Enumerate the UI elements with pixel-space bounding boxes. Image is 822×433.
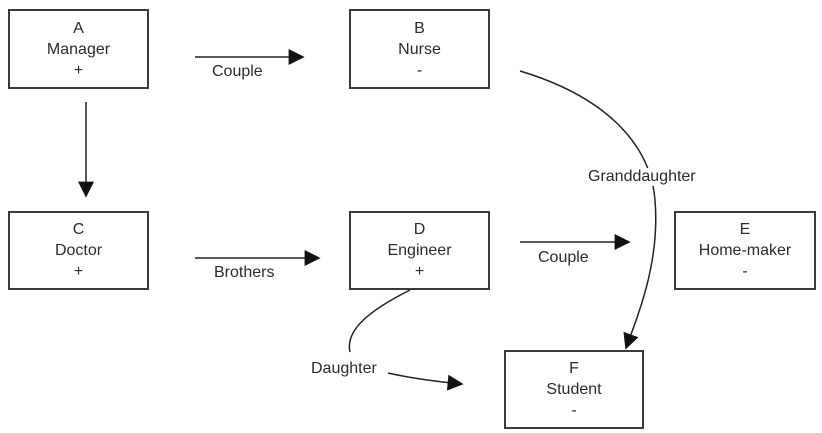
edge-label-daughter: Daughter [311, 360, 377, 377]
node-id: B [414, 19, 425, 37]
node-id: F [569, 360, 579, 377]
edge-b-f-granddaughter [519, 70, 657, 350]
node-role: Manager [46, 40, 111, 58]
edge-label-couple-d-e: Couple [538, 249, 589, 266]
node-a-manager: A Manager + [8, 9, 149, 89]
node-id: E [739, 221, 751, 238]
node-role: Nurse [398, 40, 441, 58]
node-sign: - [571, 402, 577, 419]
edge-label-granddaughter: Granddaughter [587, 168, 697, 186]
node-f-student: F Student - [504, 350, 644, 429]
node-role: Doctor [54, 242, 103, 259]
node-d-engineer: D Engineer + [349, 211, 490, 290]
node-c-doctor: C Doctor + [8, 211, 149, 290]
node-sign: - [416, 61, 423, 79]
node-id: D [413, 221, 426, 238]
node-sign: - [742, 263, 748, 280]
edge-d-f-daughter-lower [387, 372, 464, 391]
node-role: Engineer [387, 242, 452, 259]
node-sign: + [73, 61, 84, 79]
node-role: Home-maker [698, 242, 792, 259]
node-e-home-maker: E Home-maker - [674, 211, 816, 290]
node-sign: + [73, 263, 84, 280]
edge-d-f-daughter-upper [348, 289, 411, 353]
node-id: C [72, 221, 85, 238]
node-id: A [73, 19, 84, 37]
edge-label-couple-a-b: Couple [212, 63, 263, 80]
node-role: Student [546, 381, 602, 398]
edge-label-brothers: Brothers [214, 264, 275, 281]
node-b-nurse: B Nurse - [349, 9, 490, 89]
node-sign: + [414, 263, 425, 280]
